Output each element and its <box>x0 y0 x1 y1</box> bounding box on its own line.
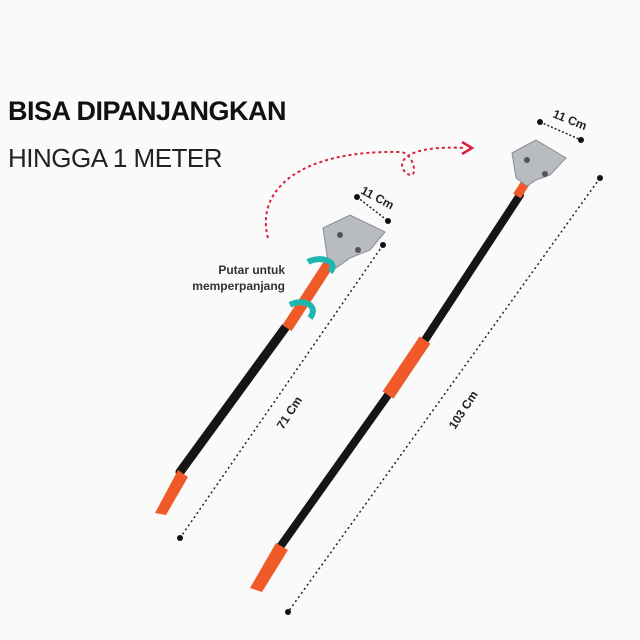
arrow-head-icon <box>461 140 475 156</box>
twist-arrow-icon <box>288 299 316 320</box>
twist-arrow-icon <box>306 256 336 275</box>
subheadline: HINGGA 1 METER <box>8 143 223 173</box>
long-length-label: 103 Cm <box>446 388 481 431</box>
short-length-label: 71 Cm <box>274 394 305 432</box>
short-scraper <box>155 214 386 515</box>
twist-instruction: Putar untuk memperpanjang <box>192 262 285 294</box>
long-scraper <box>250 139 567 592</box>
short-head-width-label: 11 Cm <box>359 183 397 212</box>
instruction-line1: Putar untuk <box>218 263 285 277</box>
instruction-line2: memperpanjang <box>192 279 285 293</box>
extend-arrow <box>264 146 466 239</box>
headline: BISA DIPANJANGKAN <box>8 96 287 126</box>
long-head-width-label: 11 Cm <box>551 107 589 133</box>
